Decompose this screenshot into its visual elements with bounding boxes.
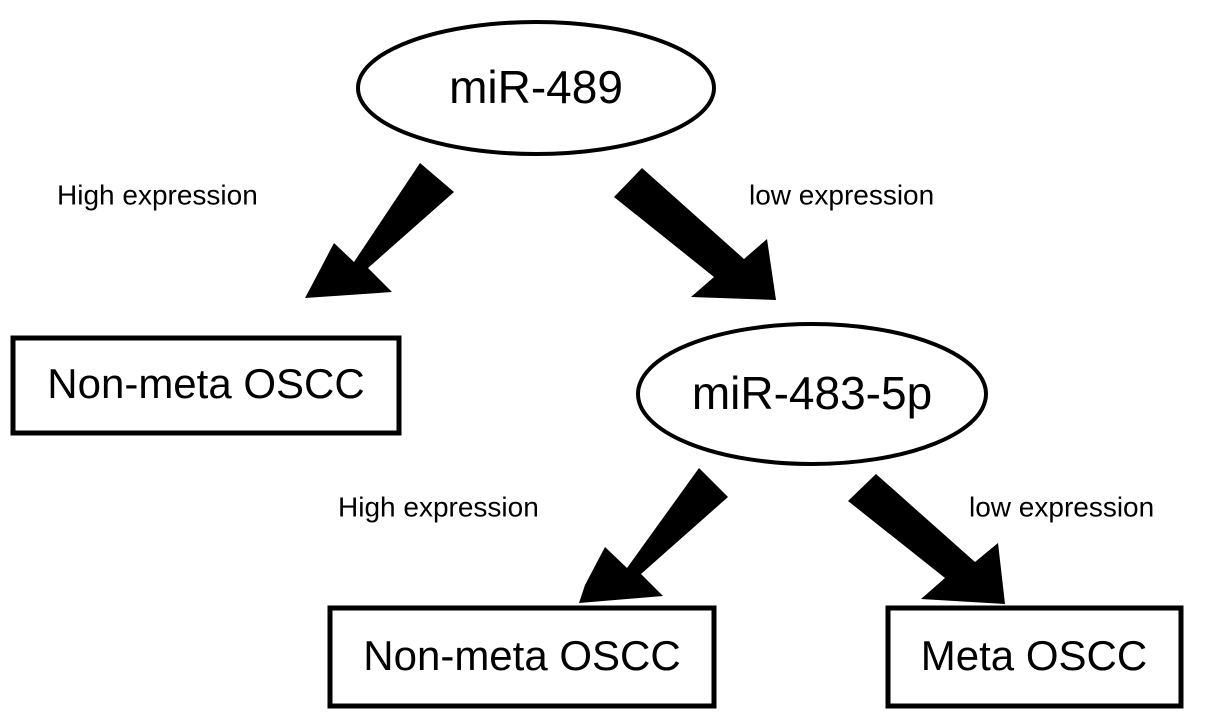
node-non-meta-oscc-top[interactable]: Non-meta OSCC [10,335,402,436]
arrow-down-right-icon [848,474,1005,604]
edge-label-high-expression-top: High expression [57,179,258,210]
edge-label-low-expression-bottom: low expression [969,491,1154,522]
arrow-down-left-icon [305,163,454,298]
non-meta-oscc-bottom-label: Non-meta OSCC [363,632,680,679]
arrow-down-left-icon [579,468,728,603]
node-non-meta-oscc-bottom[interactable]: Non-meta OSCC [327,605,717,709]
mir-489-ellipse-outline [356,20,716,156]
non-meta-oscc-top-label: Non-meta OSCC [47,360,364,407]
edge-mir489-low-expression[interactable]: low expression [614,168,934,300]
node-meta-oscc[interactable]: Meta OSCC [885,605,1184,709]
edge-mir483-low-expression[interactable]: low expression [848,474,1154,604]
meta-oscc-box-outline [885,605,1184,709]
mir-483-5p-ellipse-outline [636,322,988,466]
meta-oscc-label: Meta OSCC [921,632,1147,679]
edge-label-low-expression-top: low expression [749,179,934,210]
edge-label-high-expression-bottom: High expression [338,491,539,522]
edge-mir483-high-expression[interactable]: High expression [338,468,728,603]
node-mir-489[interactable]: miR-489 [356,20,716,156]
non-meta-oscc-top-box-outline [10,335,402,436]
edge-mir489-high-expression[interactable]: High expression [57,163,454,298]
mir-483-5p-label: miR-483-5p [692,367,932,419]
mir-489-label: miR-489 [449,61,623,113]
arrow-down-right-icon [614,168,776,300]
non-meta-oscc-bottom-box-outline [327,605,717,709]
node-mir-483-5p[interactable]: miR-483-5p [636,322,988,466]
